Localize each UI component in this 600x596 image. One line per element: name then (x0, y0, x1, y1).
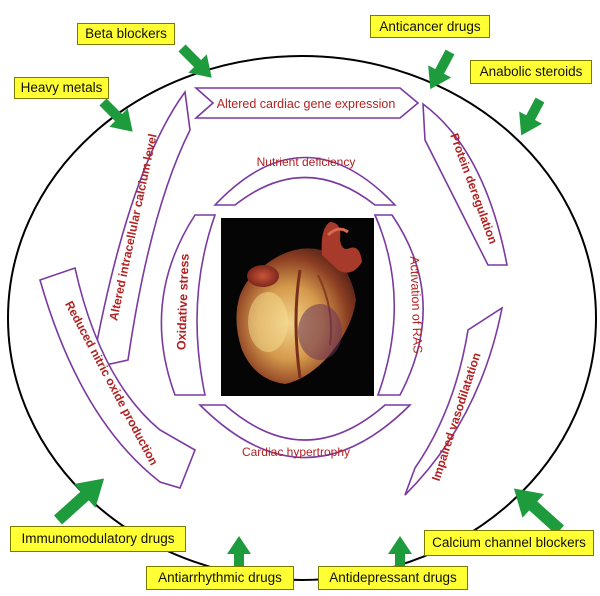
label-vasodilatation: Impaired vasodilatation (429, 351, 484, 483)
drug-label-calcium-channel-blockers: Calcium channel blockers (424, 530, 594, 556)
heart-photo (221, 218, 374, 396)
label-gene-expression: Altered cardiac gene expression (217, 97, 396, 111)
drug-label-immunomodulatory: Immunomodulatory drugs (10, 526, 186, 552)
label-hypertrophy: Cardiac hypertrophy (242, 445, 350, 459)
arrow-antiarrhythmic (227, 536, 251, 566)
drug-label-beta-blockers: Beta blockers (77, 23, 175, 45)
arrow-anticancer (419, 46, 462, 95)
drug-label-antidepressant: Antidepressant drugs (318, 566, 468, 590)
drug-label-antiarrhythmic: Antiarrhythmic drugs (146, 566, 294, 590)
drug-label-anticancer: Anticancer drugs (370, 15, 490, 38)
arrow-anabolic-steroids (510, 94, 552, 142)
drug-label-heavy-metals: Heavy metals (14, 77, 109, 99)
arrow-immunomodulatory (47, 467, 114, 532)
arrow-heavy-metals (94, 93, 142, 141)
label-nutrient-deficiency: Nutrient deficiency (257, 155, 356, 169)
drug-label-anabolic-steroids: Anabolic steroids (470, 60, 592, 84)
